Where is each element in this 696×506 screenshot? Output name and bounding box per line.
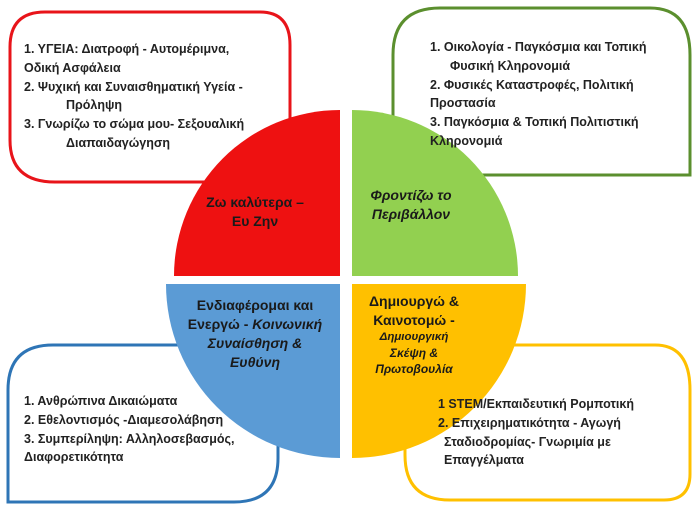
blue-item-3: 3. Συμπερίληψη: Αλληλοσεβασμός, Διαφορετ… (24, 430, 274, 468)
yellow-item-3-line1: Επαγγέλματα (444, 453, 524, 468)
yellow-topic-list: 1 STEM/Εκπαιδευτική Ρομποτική 2. Επιχειρ… (422, 395, 684, 470)
green-quadrant-label: Φροντίζω το Περιβάλλον (352, 186, 470, 224)
green-item-3-line1: 3. Παγκόσμια & Τοπική Πολιτιστική (430, 115, 639, 129)
red-quadrant-line2: Ευ Ζην (231, 212, 279, 229)
blue-item-1-line1: 1. Ανθρώπινα Δικαιώματα (24, 394, 178, 408)
red-item-3-line2: Διαπαιδαγώγηση (66, 135, 171, 150)
blue-quadrant-label: Ενδιαφέρομαι και Ενεργώ - Κοινωνική Συνα… (172, 296, 338, 372)
blue-quadrant-line3: Συναίσθηση & (207, 334, 303, 351)
yellow-quadrant (352, 284, 526, 458)
yellow-quadrant-line3: Δημιουργική (379, 330, 449, 343)
blue-item-2-line1: 2. Εθελοντισμός -Διαμεσολάβηση (24, 412, 224, 427)
red-item-3: 3. Γνωρίζω το σώμα μου- Σεξουαλική Διαπα… (24, 115, 280, 153)
red-item-1-line2: Οδική Ασφάλεια (24, 60, 121, 75)
yellow-item-1-line1: 1 STEM/Εκπαιδευτική Ρομποτική (438, 397, 635, 411)
red-item-1-line1: 1. ΥΓΕΙΑ: Διατροφή - Αυτομέριμνα, (24, 42, 230, 56)
green-item-1: 1. Οικολογία - Παγκόσμια και Τοπική Φυσι… (430, 38, 682, 76)
blue-quadrant-line2: Ενεργώ - Κοινωνική (172, 315, 338, 334)
blue-quadrant-line2b: Κοινωνική (252, 315, 323, 332)
yellow-quadrant-label: Δημιουργώ & Καινοτομώ - Δημιουργική Σκέψ… (354, 292, 474, 378)
blue-item-2: 2. Εθελοντισμός -Διαμεσολάβηση (24, 411, 274, 430)
red-quadrant (174, 110, 340, 276)
yellow-item-2-line1: 2. Επιχειρηματικότητα - Αγωγή (438, 415, 621, 430)
green-quadrant-line1: Φροντίζω το (370, 187, 452, 203)
green-item-2-line2: Προστασία (430, 96, 496, 111)
red-quadrant-line1: Ζω καλύτερα – (206, 194, 304, 210)
yellow-item-2: 2. Επιχειρηματικότητα - Αγωγή Σταδιοδρομ… (422, 414, 684, 452)
blue-quadrant-line1: Ενδιαφέρομαι και (196, 297, 314, 313)
green-quadrant-line2: Περιβάλλον (371, 205, 451, 222)
blue-item-3-line1: 3. Συμπερίληψη: Αλληλοσεβασμός, (24, 431, 235, 446)
red-item-1: 1. ΥΓΕΙΑ: Διατροφή - Αυτομέριμνα, Οδική … (24, 40, 280, 78)
blue-topic-list: 1. Ανθρώπινα Δικαιώματα 2. Εθελοντισμός … (24, 392, 274, 467)
red-topic-list: 1. ΥΓΕΙΑ: Διατροφή - Αυτομέριμνα, Οδική … (24, 40, 280, 153)
green-quadrant (352, 110, 518, 276)
yellow-quadrant-line4: Σκέψη & (389, 346, 439, 361)
yellow-item-3: Επαγγέλματα (422, 451, 684, 470)
yellow-quadrant-line2: Καινοτομώ - (373, 311, 455, 328)
green-item-3: 3. Παγκόσμια & Τοπική Πολιτιστική Κληρον… (430, 113, 682, 151)
green-topic-list: 1. Οικολογία - Παγκόσμια και Τοπική Φυσι… (430, 38, 682, 151)
yellow-quadrant-line5: Πρωτοβουλία (375, 362, 453, 377)
red-item-2: 2. Ψυχική και Συναισθηματική Υγεία - Πρό… (24, 78, 280, 116)
red-item-2-line1: 2. Ψυχική και Συναισθηματική Υγεία - (24, 79, 243, 94)
blue-quadrant-line2a: Ενεργώ - (187, 315, 253, 332)
red-item-2-line2: Πρόληψη (66, 98, 123, 113)
green-item-3-line2: Κληρονομιά (430, 133, 503, 148)
green-item-1-line2: Φυσική Κληρονομιά (450, 58, 571, 73)
green-item-2-line1: 2. Φυσικές Καταστροφές, Πολιτική (430, 77, 634, 92)
yellow-item-1: 1 STEM/Εκπαιδευτική Ρομποτική (422, 395, 684, 414)
yellow-quadrant-line1: Δημιουργώ & (368, 293, 460, 309)
blue-item-1: 1. Ανθρώπινα Δικαιώματα (24, 392, 274, 411)
blue-quadrant (166, 284, 340, 458)
blue-quadrant-line4: Ευθύνη (229, 353, 281, 370)
red-item-3-line1: 3. Γνωρίζω το σώμα μου- Σεξουαλική (24, 117, 245, 131)
green-item-2: 2. Φυσικές Καταστροφές, Πολιτική Προστασ… (430, 76, 682, 114)
red-quadrant-label: Ζω καλύτερα – Ευ Ζην (180, 193, 330, 231)
yellow-item-2-line2: Σταδιοδρομίας- Γνωριμία με (444, 434, 611, 449)
green-item-1-line1: 1. Οικολογία - Παγκόσμια και Τοπική (430, 40, 647, 54)
blue-item-3-line2: Διαφορετικότητα (24, 450, 124, 465)
